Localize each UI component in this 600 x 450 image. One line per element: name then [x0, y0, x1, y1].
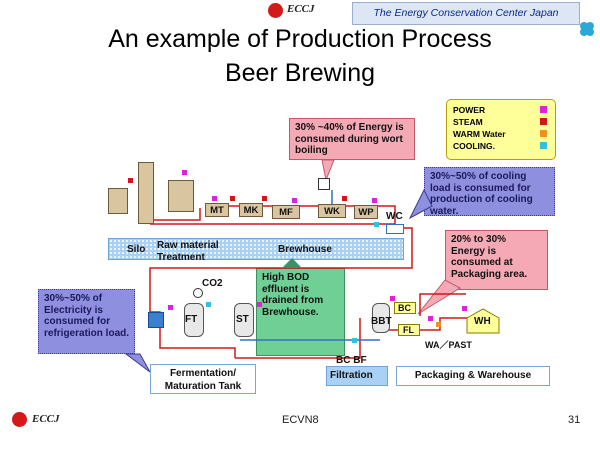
power-marker — [168, 305, 173, 310]
legend-item-power: POWER — [453, 104, 549, 116]
filtration-band — [326, 366, 388, 386]
energy-legend: POWER STEAM WARM Water COOLING. — [446, 99, 556, 160]
header-org-banner: The Energy Conservation Center Japan — [352, 2, 580, 25]
header-logo-mark — [268, 3, 283, 18]
note-packaging-energy: 20% to 30% Energy is consumed at Packagi… — [445, 230, 548, 290]
footer-logo-mark — [12, 412, 27, 427]
area-fermentation: Fermentation/ Maturation Tank — [150, 364, 256, 394]
steam-icon — [318, 178, 330, 190]
bright-beer-tank-label: BBT — [371, 316, 392, 327]
cooling-marker — [206, 302, 211, 307]
storage-tank-label: ST — [236, 314, 249, 325]
filler-label: FL — [403, 325, 414, 335]
power-marker — [428, 316, 433, 321]
page-title: An example of Production Process — [108, 25, 492, 53]
bottle-cleaner — [394, 302, 416, 314]
filtration-equipment-label: BC BF — [336, 355, 367, 366]
steam-marker — [262, 196, 267, 201]
note-wort-boiling: 30% ~40% of Energy is consumed during wo… — [289, 118, 415, 160]
wort-cooler — [386, 224, 404, 234]
storage-tank-body — [234, 303, 254, 337]
power-marker — [182, 170, 187, 175]
area-band — [108, 238, 404, 260]
refrigeration-unit — [148, 312, 164, 328]
footer-org: ECCJ — [32, 413, 60, 425]
cooling-marker — [352, 338, 357, 343]
mash-kettle: MK — [239, 203, 263, 217]
legend-item-steam: STEAM — [453, 116, 549, 128]
power-marker — [390, 296, 395, 301]
wort-kettle: WK — [318, 204, 346, 218]
mash-filter: MF — [272, 205, 300, 219]
silo-tank — [138, 162, 154, 224]
steam-marker — [128, 178, 133, 183]
silo-hopper — [108, 188, 128, 214]
area-packaging: Packaging & Warehouse — [396, 366, 550, 386]
mash-tun: MT — [205, 203, 229, 217]
legend-item-warm-water: WARM Water — [453, 128, 549, 140]
warmer-pasteurizer-label: WA／PAST — [425, 340, 472, 350]
page-number: 31 — [568, 414, 581, 426]
bright-beer-tank-body — [372, 303, 390, 333]
wort-cooler-label: WC — [386, 211, 403, 222]
footer-code: ECVN8 — [282, 414, 319, 426]
fermentation-tank-label: FT — [185, 314, 198, 325]
co2-label: CO2 — [202, 278, 223, 289]
power-marker — [292, 198, 297, 203]
warehouse-label: WH — [474, 316, 491, 327]
co2-icon — [193, 288, 203, 298]
area-filtration: Filtration — [330, 370, 373, 381]
header-org-short: ECCJ — [287, 3, 315, 15]
area-raw-material: Raw material Treatment — [157, 240, 219, 263]
warm-water-marker — [436, 322, 441, 327]
power-marker — [372, 198, 377, 203]
filler — [398, 324, 420, 336]
page-subtitle: Beer Brewing — [224, 59, 376, 87]
steam-marker — [230, 196, 235, 201]
cooling-marker — [374, 222, 379, 227]
drain-arrow — [282, 258, 302, 268]
power-marker — [257, 302, 262, 307]
note-electricity: 30%~50% of Electricity is consumed for r… — [38, 289, 135, 354]
whirlpool: WP — [354, 205, 378, 219]
fermentation-tank-body — [184, 303, 204, 337]
bottle-cleaner-label: BC — [398, 303, 411, 313]
power-marker — [212, 196, 217, 201]
power-marker — [462, 306, 467, 311]
note-cooling-load: 30%~50% of cooling load is consumed for … — [424, 167, 555, 217]
area-brewhouse: Brewhouse — [278, 244, 332, 255]
warehouse-building — [466, 308, 500, 334]
legend-item-cooling: COOLING. — [453, 140, 549, 152]
raw-material-mill — [168, 180, 194, 212]
clover-icon — [578, 20, 596, 38]
area-silo: Silo — [127, 244, 146, 255]
steam-marker — [342, 196, 347, 201]
note-bod-effluent: High BOD effluent is drained from Brewho… — [256, 268, 345, 356]
